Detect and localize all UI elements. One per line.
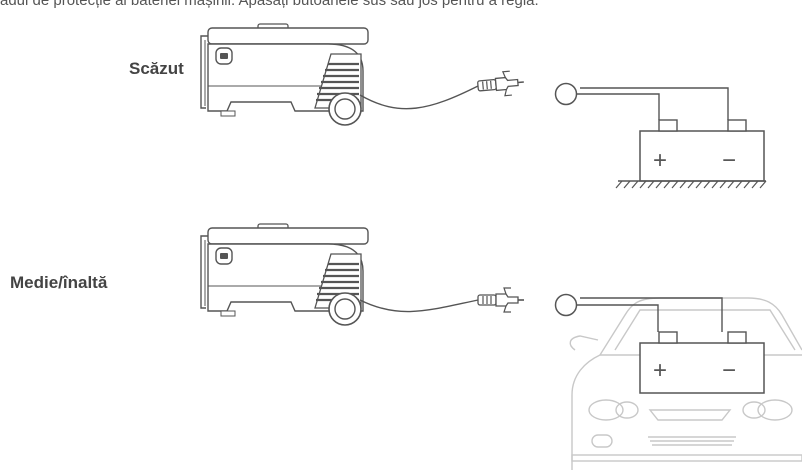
battery-minus-high: − xyxy=(722,357,736,384)
power-cable-low xyxy=(359,85,479,110)
battery-plus-high: + xyxy=(653,357,667,384)
mode-label-low: Scăzut xyxy=(129,59,184,78)
cooler-high xyxy=(199,222,370,327)
mode-label-medium-high: Medie/înaltă xyxy=(10,273,108,292)
car-outline xyxy=(569,297,802,470)
battery-minus-low: − xyxy=(722,147,736,174)
plug-low xyxy=(476,69,526,99)
power-cable-high xyxy=(359,299,479,313)
battery-plus-low: + xyxy=(653,147,667,174)
plug-high xyxy=(477,287,525,313)
ground-symbol xyxy=(615,180,767,189)
ring-terminal-high xyxy=(554,293,578,317)
cooler-low xyxy=(199,22,370,127)
instruction-caption: adul de protecție al bateriei mașinii. A… xyxy=(0,0,539,9)
ring-terminal-low xyxy=(554,82,578,106)
